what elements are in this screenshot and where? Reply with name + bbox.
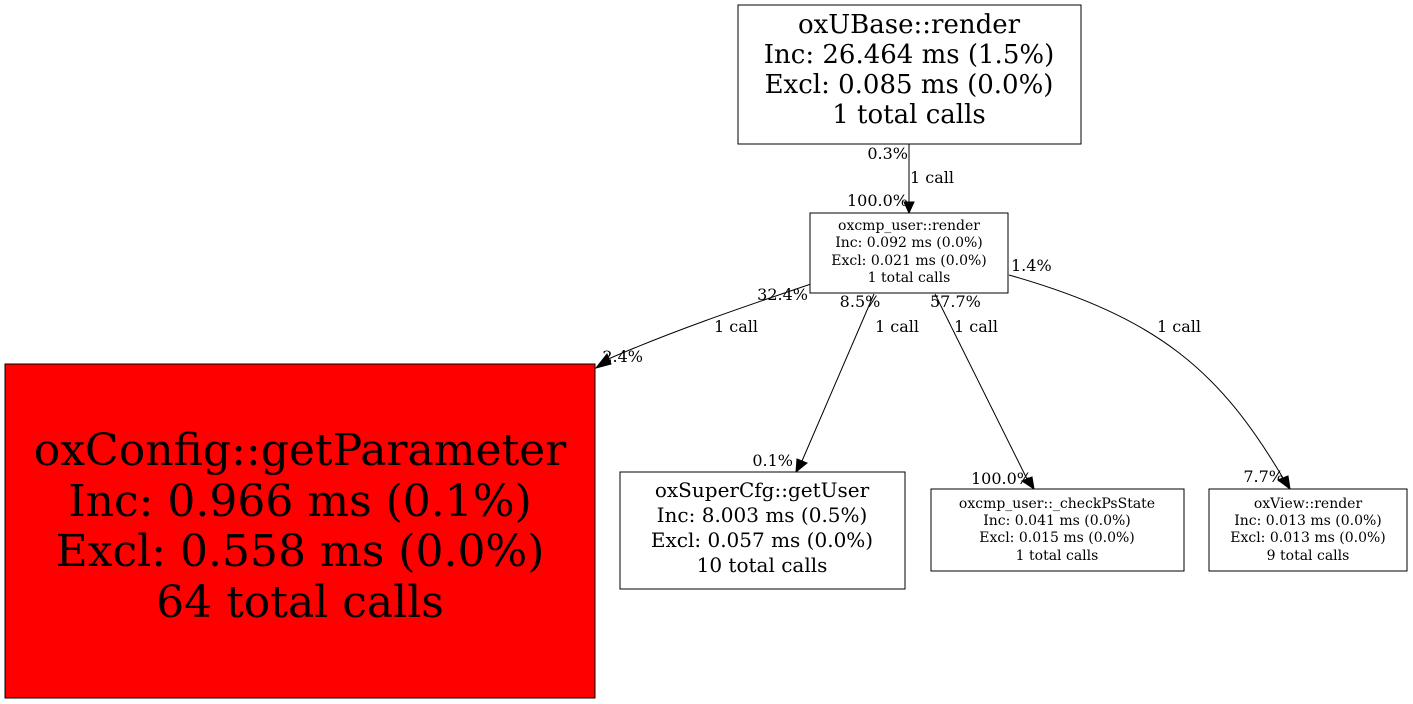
node-exclusive-time: Excl: 0.558 ms (0.0%)	[56, 526, 545, 577]
edge-tail-percent: 0.3%	[867, 144, 908, 163]
node-oxview-render[interactable]: oxView::render Inc: 0.013 ms (0.0%) Excl…	[1208, 488, 1408, 572]
edge-tail-percent: 8.5%	[840, 292, 881, 311]
node-oxconfig-getparameter[interactable]: oxConfig::getParameter Inc: 0.966 ms (0.…	[4, 363, 596, 699]
edge-head-percent: 2.4%	[602, 347, 643, 366]
node-box	[619, 471, 906, 590]
edge-line	[605, 283, 812, 361]
edge-cmpuser-to-getuser: 8.5% 1 call 0.1%	[752, 292, 919, 474]
node-function-name: oxSuperCfg::getUser	[655, 478, 870, 502]
edge-line	[1008, 274, 1284, 479]
edge-arrowhead	[1020, 476, 1035, 491]
node-exclusive-time: Excl: 0.057 ms (0.0%)	[651, 528, 873, 552]
node-inclusive-time: Inc: 0.013 ms (0.0%)	[1234, 513, 1382, 529]
node-exclusive-time: Excl: 0.013 ms (0.0%)	[1230, 530, 1386, 546]
edge-cmpuser-to-getparameter: 32.4% 1 call 2.4%	[594, 283, 812, 369]
edge-call-count: 1 call	[714, 317, 758, 336]
edge-arrowhead	[594, 353, 612, 369]
node-total-calls: 1 total calls	[868, 270, 951, 286]
node-inclusive-time: Inc: 0.041 ms (0.0%)	[983, 513, 1131, 529]
edge-call-count: 1 call	[875, 317, 919, 336]
edge-cmpuser-to-checkpsstate: 57.7% 1 call 100.0%	[930, 292, 1035, 491]
node-box	[1208, 488, 1408, 572]
node-function-name: oxView::render	[1254, 496, 1363, 512]
node-box	[4, 363, 596, 699]
node-box	[930, 488, 1185, 572]
node-inclusive-time: Inc: 26.464 ms (1.5%)	[764, 40, 1054, 70]
node-exclusive-time: Excl: 0.021 ms (0.0%)	[831, 253, 987, 269]
node-exclusive-time: Excl: 0.015 ms (0.0%)	[979, 530, 1135, 546]
edge-cmpuser-to-viewrender: 1.4% 1 call 7.7%	[1008, 256, 1291, 491]
edge-tail-percent: 1.4%	[1011, 256, 1052, 275]
edge-call-count: 1 call	[1157, 317, 1201, 336]
node-total-calls: 1 total calls	[832, 100, 985, 130]
node-box	[809, 212, 1009, 294]
node-exclusive-time: Excl: 0.085 ms (0.0%)	[765, 70, 1054, 100]
edge-arrowhead	[1276, 475, 1291, 491]
node-inclusive-time: Inc: 0.966 ms (0.1%)	[68, 476, 532, 527]
node-function-name: oxcmp_user::_checkPsState	[959, 496, 1155, 512]
edge-head-percent: 100.0%	[847, 191, 908, 210]
node-inclusive-time: Inc: 0.092 ms (0.0%)	[835, 235, 983, 251]
edge-line	[801, 293, 875, 462]
node-oxcmp-user-render[interactable]: oxcmp_user::render Inc: 0.092 ms (0.0%) …	[809, 212, 1009, 294]
node-oxubase-render[interactable]: oxUBase::render Inc: 26.464 ms (1.5%) Ex…	[737, 4, 1082, 145]
node-oxsupercfg-getuser[interactable]: oxSuperCfg::getUser Inc: 8.003 ms (0.5%)…	[619, 471, 906, 590]
edge-line	[934, 293, 1028, 480]
edge-arrowhead	[795, 458, 808, 474]
edge-arrowhead	[903, 201, 915, 215]
edge-head-percent: 0.1%	[752, 451, 793, 470]
edge-ubase-to-cmpuser: 0.3% 1 call 100.0%	[847, 144, 954, 215]
node-function-name: oxUBase::render	[798, 10, 1021, 40]
node-function-name: oxConfig::getParameter	[34, 425, 567, 476]
edge-head-percent: 100.0%	[971, 469, 1032, 488]
node-total-calls: 64 total calls	[156, 577, 444, 628]
node-oxcmp-user-checkpsstate[interactable]: oxcmp_user::_checkPsState Inc: 0.041 ms …	[930, 488, 1185, 572]
node-function-name: oxcmp_user::render	[838, 218, 980, 234]
node-inclusive-time: Inc: 8.003 ms (0.5%)	[657, 503, 868, 527]
node-total-calls: 10 total calls	[697, 553, 828, 577]
edge-head-percent: 7.7%	[1243, 467, 1284, 486]
node-total-calls: 9 total calls	[1267, 548, 1350, 564]
edge-tail-percent: 57.7%	[930, 292, 981, 311]
edge-tail-percent: 32.4%	[757, 285, 808, 304]
edge-call-count: 1 call	[910, 168, 954, 187]
node-box	[737, 4, 1082, 145]
node-total-calls: 1 total calls	[1016, 548, 1099, 564]
edge-call-count: 1 call	[954, 317, 998, 336]
